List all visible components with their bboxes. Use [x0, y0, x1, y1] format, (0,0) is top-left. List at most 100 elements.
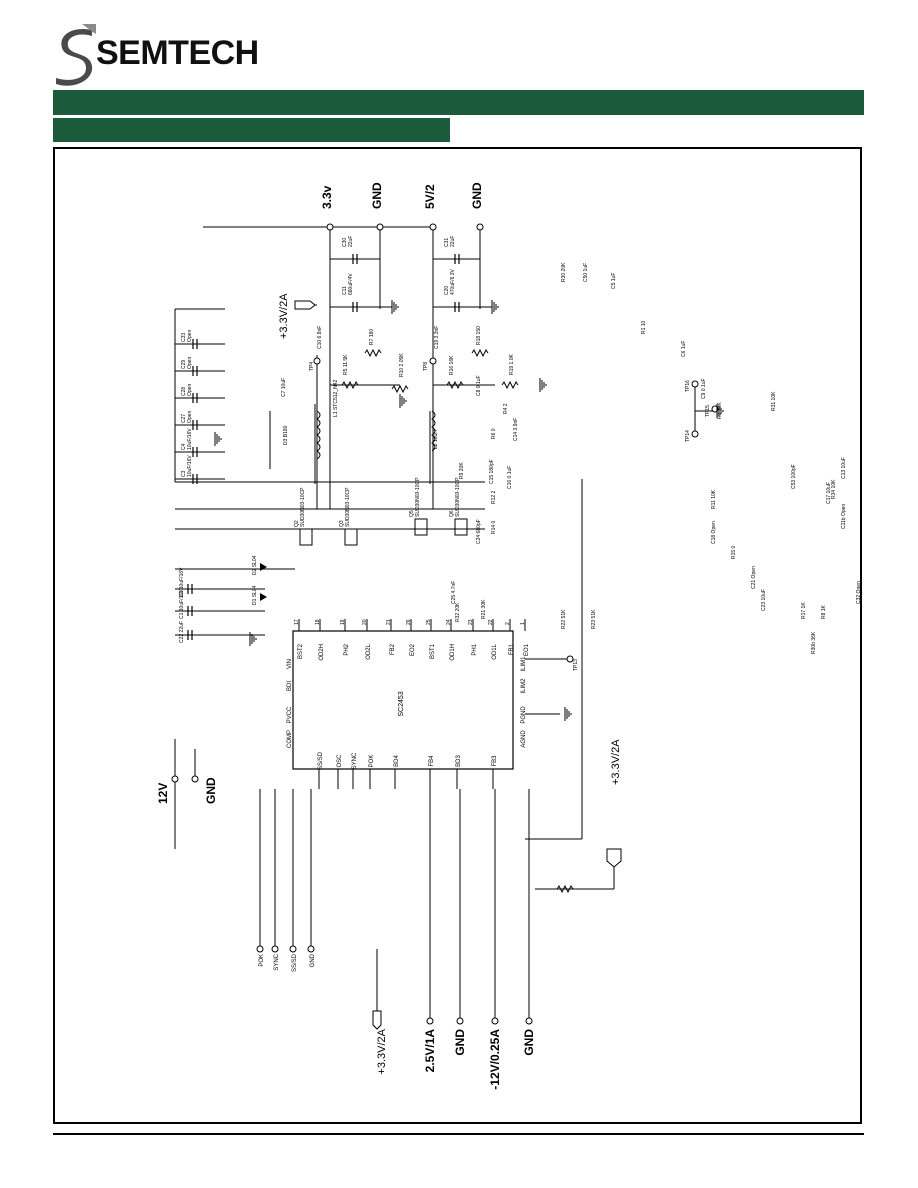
mosfet-Q5-ref: Q5: [409, 510, 415, 517]
r34-resistor: [556, 884, 574, 894]
rail-3v3-label: 3.3v: [320, 185, 334, 209]
tp14-testpoint: [691, 430, 699, 438]
gnd-r10-icon: [399, 394, 407, 408]
rail-gnd2-label: GND: [470, 182, 484, 209]
rail-gnd3-label: GND: [453, 1029, 467, 1056]
v33-in-bottom-connector-icon: [372, 1010, 382, 1030]
c20-ref: C20: [444, 286, 450, 295]
ic-part-label: SC2453: [398, 691, 405, 716]
v33-in-right-label: +3.3V/2A: [610, 739, 622, 785]
cap-bank-C27-val: Open: [187, 411, 193, 423]
v33-in-bottom-label: +3.3V/2A: [376, 1028, 388, 1074]
part-C24-label: C24 680pF: [476, 519, 482, 544]
signal-SS/SD-label: SS/SD: [292, 953, 298, 972]
cap-bank-C27-capacitor: [192, 420, 198, 430]
input-cap-C2-capacitor: [187, 584, 193, 594]
ic-pin-label-PH2: PH2: [344, 643, 350, 655]
ic-pin-num-EO1: 1: [520, 622, 526, 625]
r7-label: R7 180: [369, 329, 375, 345]
ic-pin-label-FB1: FB1: [509, 643, 515, 655]
d3-label: D3 B180: [283, 425, 289, 445]
part-C14-label: C14 3.9nF: [513, 418, 519, 441]
mosfet-Q5-icon: [414, 518, 428, 536]
c11-ref: C11: [342, 286, 348, 295]
brand-name: SEMTECH: [96, 34, 259, 72]
l1-inductor-icon: [316, 410, 321, 460]
ic-pin-label-ILIM2: ILIM2: [521, 678, 527, 694]
ic-pin-label-BDI: BDI: [287, 681, 293, 691]
part-R6-label: R6 0: [491, 428, 497, 439]
tp8-label: TP8: [423, 362, 429, 371]
mosfet-Q2-ref: Q2: [294, 520, 300, 527]
ic-pin-label-OD1L: OD1L: [492, 643, 498, 659]
tp16-testpoint: [691, 380, 699, 388]
ic-pin-label-bottom-POK: POK: [369, 755, 375, 768]
part-C18-label: C18 Open: [711, 521, 717, 544]
rail-gnd4-label: GND: [522, 1029, 536, 1056]
ic-sc2453: SC2453: [292, 630, 514, 770]
ic-pin-label-bottom-BD4: BD4: [394, 755, 400, 767]
tp8-testpoint: [429, 357, 437, 365]
c10-label: C10 6.8nF: [317, 326, 323, 349]
r10-label: R10 2.05K: [399, 353, 405, 377]
c20-capacitor: [454, 302, 460, 312]
mosfet-Q3-val: SUD30N03-10CP: [345, 487, 351, 527]
tp4-label: TP4: [309, 362, 315, 371]
diode-D1-label: D1 SL04: [252, 585, 258, 605]
ic-pin-label-OD2H: OD2H: [319, 644, 325, 661]
part-R17-label: R17 1K: [801, 602, 807, 619]
l1-label: L1 STC512_N42: [333, 380, 339, 417]
l2-label: L2 10uH: [433, 430, 439, 449]
r7-resistor: [364, 348, 382, 358]
part-R14-label: R14 0: [491, 520, 497, 534]
signal-POK-label: POK: [259, 954, 265, 967]
v33-in-top-label: +3.3V/2A: [278, 293, 290, 339]
part-C32-label: C32 Open: [856, 581, 860, 604]
mosfet-Q5-val: SUD30N03-10CP: [415, 477, 421, 517]
ic-pin-label-EO1: EO1: [524, 643, 530, 656]
signal-SYNC-label: SYNC: [274, 953, 280, 970]
c31-val: 22uF: [450, 236, 456, 247]
part-C21-label: C21 Open: [751, 566, 757, 589]
part-R15-label: R15 0: [731, 545, 737, 559]
cap-bank-C28-val: Open: [187, 384, 193, 396]
tp14-label: TP14: [685, 430, 691, 442]
part-C8-label: C8 0.1uF: [476, 375, 482, 396]
ic-pin-label-FB2: FB2: [390, 643, 396, 655]
gnd-r19-icon: [539, 378, 547, 392]
ic-pin-num-BST2: 17: [294, 619, 300, 625]
part-R34-label: R34 10K: [831, 479, 837, 499]
diode-D1-icon: [260, 593, 267, 601]
gnd-out1-icon: [391, 300, 399, 314]
part-R4-label: R4 2: [503, 403, 509, 414]
rail-12v-label: 12V: [156, 783, 170, 804]
part-C9-label: C9 0.1uF: [701, 378, 707, 399]
part-R22-label: R22 51K: [561, 609, 567, 629]
ic-pin-label-ILIM1: ILIM1: [521, 656, 527, 672]
cap-bank-C29-capacitor: [192, 366, 198, 376]
rail-gnd-in-terminal: [191, 775, 199, 783]
c30-capacitor: [352, 254, 358, 264]
c20-val: 470uF/6.3V: [450, 268, 456, 295]
ic-pin-label-bottom-BD3: BD3: [456, 755, 462, 767]
ic-pin-label-PH1: PH1: [472, 643, 478, 655]
cap-bank-C3-ref: C3: [181, 470, 187, 477]
r19-label: R19 1.0K: [509, 353, 515, 375]
c11-val: 680uF/4V: [348, 273, 354, 295]
tp15-label: TP15: [705, 405, 711, 417]
ic-pin-label-bottom-FB4: FB4: [429, 755, 435, 767]
part-R32-label: R32 20K: [455, 602, 461, 622]
part-R30-label: R30 20K: [561, 262, 567, 282]
part-R8-label: R8 1K: [821, 604, 827, 619]
part-C16-label: C16 0.1uF: [507, 466, 513, 489]
cap-bank-C33-ref: C33: [181, 333, 187, 342]
ic-pin-label-PVCC: PVCC: [287, 706, 293, 723]
rail-vneg12-label: -12V/0.25A: [488, 1029, 502, 1090]
schematic-frame: [53, 147, 862, 1124]
rail-5v-label: 5V/2: [423, 184, 437, 209]
part-C15-label: C15 180pF: [489, 459, 495, 484]
gnd-tp-group-icon: [716, 404, 724, 418]
cap-bank-C33-val: Open: [187, 330, 193, 342]
